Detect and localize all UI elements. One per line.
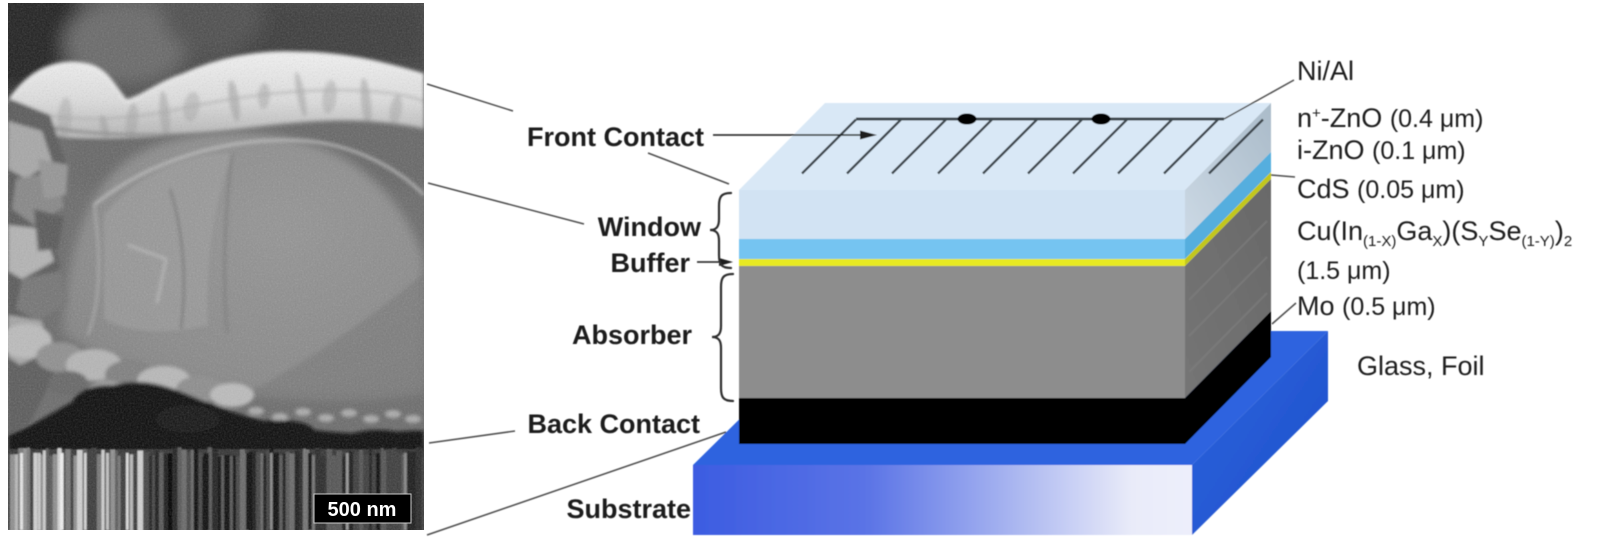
svg-text:Buffer: Buffer (611, 248, 691, 278)
svg-text:CdS (0.05 μm): CdS (0.05 μm) (1297, 174, 1465, 204)
svg-text:Substrate: Substrate (566, 494, 691, 524)
svg-text:i-ZnO (0.1 μm): i-ZnO (0.1 μm) (1297, 135, 1466, 165)
svg-text:n+-ZnO (0.4 μm): n+-ZnO (0.4 μm) (1297, 103, 1483, 133)
svg-text:Glass, Foil: Glass, Foil (1357, 351, 1485, 381)
svg-text:500 nm: 500 nm (328, 499, 397, 521)
svg-text:Absorber: Absorber (572, 320, 693, 350)
svg-text:Mo (0.5 μm): Mo (0.5 μm) (1297, 291, 1436, 321)
svg-text:Cu(In(1-X)GaX)(SYSe(1-Y))2: Cu(In(1-X)GaX)(SYSe(1-Y))2 (1297, 216, 1572, 250)
svg-text:Ni/Al: Ni/Al (1297, 56, 1354, 86)
svg-text:(1.5 μm): (1.5 μm) (1297, 257, 1391, 285)
svg-text:Front Contact: Front Contact (527, 122, 704, 152)
svg-text:Window: Window (598, 212, 702, 242)
svg-text:Back Contact: Back Contact (527, 409, 700, 439)
